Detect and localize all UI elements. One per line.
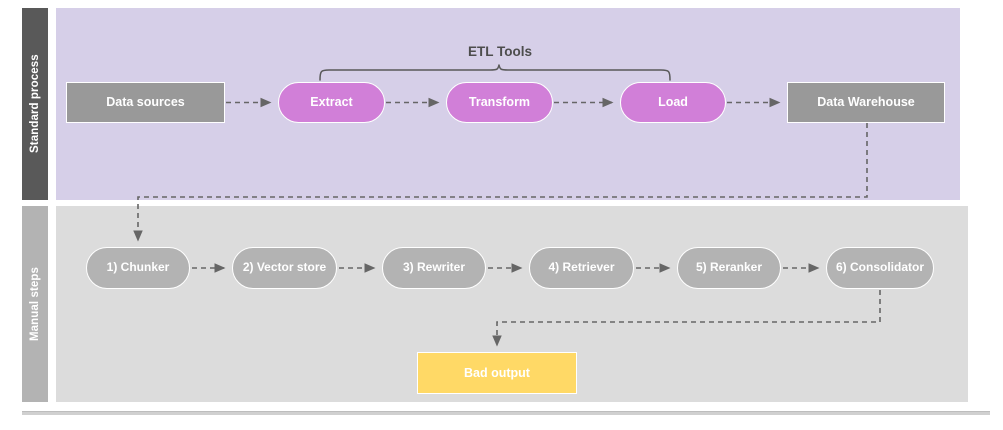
node-data-sources[interactable]: Data sources (66, 82, 225, 123)
node-retriever[interactable]: 4) Retriever (529, 247, 634, 289)
node-consolidator[interactable]: 6) Consolidator (826, 247, 934, 289)
node-rewriter[interactable]: 3) Rewriter (382, 247, 486, 289)
node-reranker[interactable]: 5) Reranker (677, 247, 781, 289)
node-vector-store[interactable]: 2) Vector store (232, 247, 337, 289)
node-load[interactable]: Load (620, 82, 726, 123)
node-chunker[interactable]: 1) Chunker (86, 247, 190, 289)
node-transform[interactable]: Transform (446, 82, 553, 123)
footer-divider (22, 411, 990, 415)
node-bad-output[interactable]: Bad output (417, 352, 577, 394)
etl-tools-label: ETL Tools (468, 44, 532, 59)
node-extract[interactable]: Extract (278, 82, 385, 123)
lane-label-manual-steps: Manual steps (22, 206, 48, 402)
node-data-warehouse[interactable]: Data Warehouse (787, 82, 945, 123)
lane-label-standard-process: Standard process (22, 8, 48, 200)
